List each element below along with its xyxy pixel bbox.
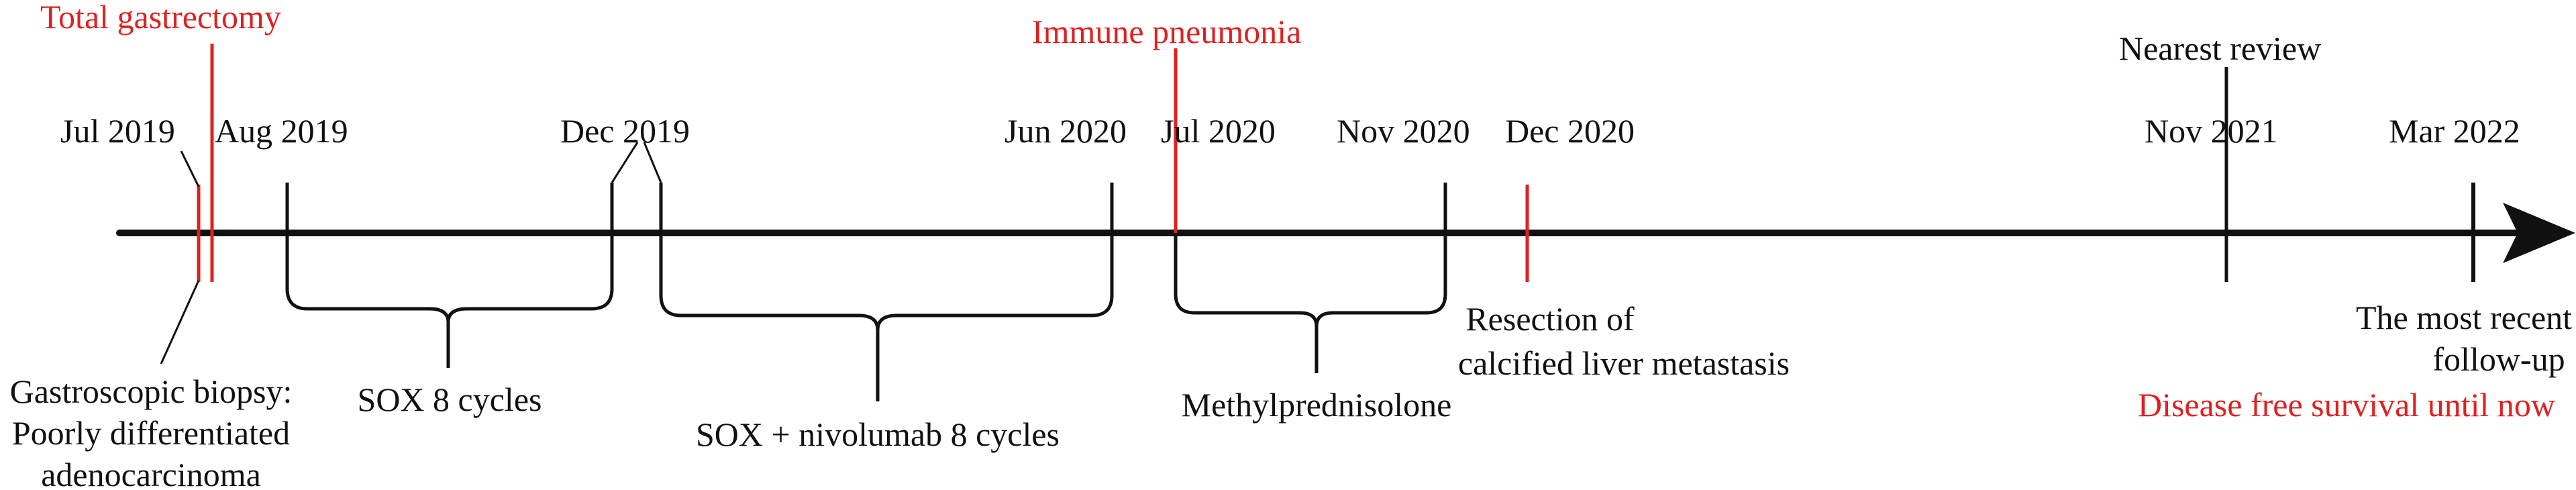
label-followup-line2: follow-up [2432, 340, 2565, 378]
leader-dec-2019-b [643, 142, 662, 183]
date-dec-2019: Dec 2019 [560, 112, 690, 150]
brace-sox [285, 233, 614, 368]
date-nov-2021: Nov 2021 [2145, 112, 2278, 150]
leader-jul-2019 [180, 150, 200, 187]
date-jul-2020: Jul 2020 [1161, 112, 1276, 150]
label-immune-pneumonia: Immune pneumonia [1032, 13, 1301, 50]
date-aug-2019: Aug 2019 [215, 112, 348, 150]
label-disease-free: Disease free survival until now [2138, 386, 2555, 424]
date-jul-2019: Jul 2019 [60, 112, 175, 150]
label-followup-line1: The most recent [2356, 299, 2572, 336]
label-resection-line1: Resection of [1465, 300, 1635, 338]
date-nov-2020: Nov 2020 [1337, 112, 1470, 150]
label-sox: SOX 8 cycles [358, 381, 542, 418]
date-mar-2022: Mar 2022 [2389, 112, 2520, 150]
brace-methylprednisolone [1174, 233, 1447, 373]
label-biopsy-line2: Poorly differentiated [12, 414, 290, 452]
label-total-gastrectomy: Total gastrectomy [40, 0, 281, 36]
label-biopsy-line1: Gastroscopic biopsy: [10, 373, 293, 410]
label-sox-nivolumab: SOX + nivolumab 8 cycles [696, 415, 1060, 453]
label-nearest-review: Nearest review [2119, 30, 2321, 67]
leader-dec-2019-a [611, 142, 639, 183]
timeline-arrowhead [2503, 203, 2575, 263]
leader-biopsy [160, 280, 200, 364]
date-jun-2020: Jun 2020 [1004, 112, 1127, 150]
date-dec-2020: Dec 2020 [1505, 112, 1635, 150]
label-methylprednisolone: Methylprednisolone [1182, 386, 1452, 424]
label-biopsy-line3: adenocarcinoma [41, 456, 261, 490]
label-resection-line2: calcified liver metastasis [1458, 344, 1790, 382]
brace-sox-nivolumab [659, 233, 1114, 401]
